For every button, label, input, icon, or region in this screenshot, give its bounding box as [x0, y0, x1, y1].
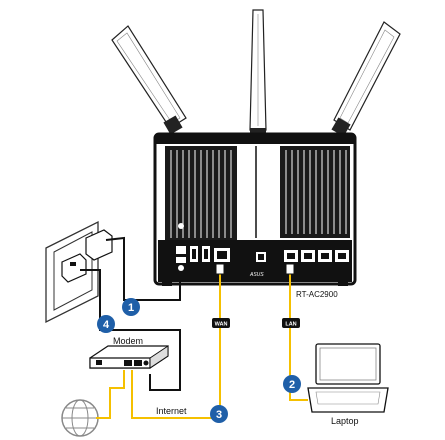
wan-cable	[131, 264, 221, 419]
svg-text:4: 4	[103, 319, 110, 331]
svg-text:1: 1	[128, 302, 134, 314]
modem-label: Modem	[113, 336, 143, 346]
router-vent-right	[280, 146, 350, 238]
power-port-icon	[178, 265, 184, 271]
router-vent-left	[165, 146, 237, 242]
step-badge-1: 1	[122, 298, 140, 316]
globe-icon	[61, 399, 99, 437]
svg-text:WAN: WAN	[215, 322, 228, 328]
svg-text:LAN: LAN	[285, 322, 296, 328]
antenna-right	[331, 21, 401, 137]
router-brand: ASUS	[249, 272, 264, 278]
internet-cable	[96, 370, 125, 419]
wan-tag: WAN	[212, 318, 230, 328]
internet-label: Internet	[156, 406, 187, 416]
modem-wan-port-icon	[124, 360, 132, 366]
router: ASUS	[153, 132, 357, 286]
lan-cable	[289, 264, 308, 401]
step-badge-3: 3	[210, 405, 228, 423]
step-badge-4: 4	[97, 315, 115, 333]
lan-tag: LAN	[282, 318, 300, 328]
power-adapter-icon	[61, 229, 113, 283]
antenna-center	[249, 9, 267, 140]
laptop-label: Laptop	[331, 416, 359, 426]
power-cable	[105, 236, 181, 301]
svg-text:3: 3	[216, 409, 222, 421]
modem-power-cable	[80, 269, 181, 391]
modem	[89, 345, 169, 369]
router-model-label: RT-AC2900	[296, 290, 338, 299]
svg-text:2: 2	[289, 379, 295, 391]
laptop-icon	[307, 343, 389, 413]
antenna-left	[111, 25, 187, 135]
step-badge-2: 2	[283, 375, 301, 393]
